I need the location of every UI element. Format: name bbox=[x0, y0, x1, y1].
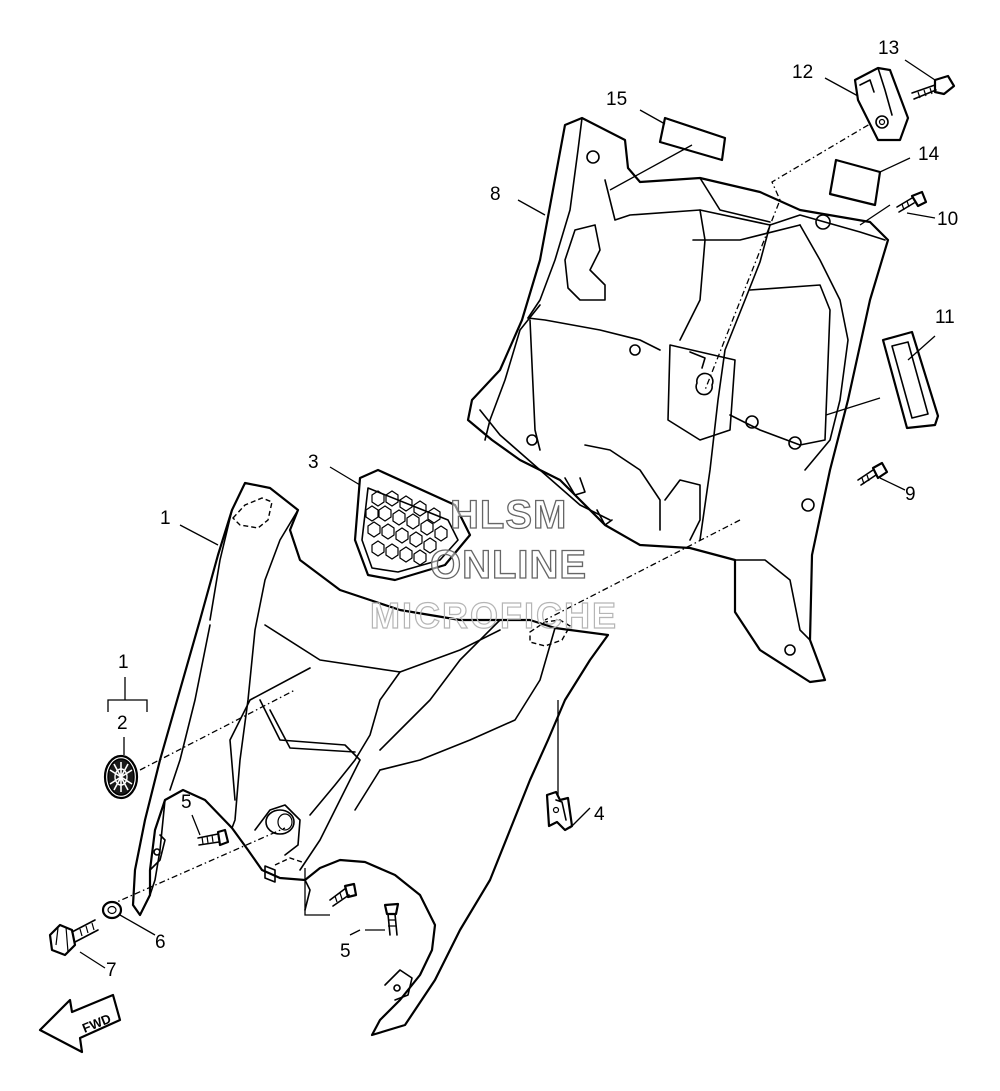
grille-part-3 bbox=[353, 468, 472, 582]
screw-part-9 bbox=[857, 461, 889, 486]
leader-lines bbox=[79, 59, 936, 969]
label-part-14 bbox=[828, 158, 882, 207]
watermark-line-3: MICROFICHE bbox=[370, 595, 618, 636]
screw-part-5-mid bbox=[329, 882, 358, 907]
callout-9: 9 bbox=[905, 484, 916, 505]
assembly-line-14 bbox=[704, 117, 881, 391]
watermark-line-1: HLSM bbox=[450, 493, 567, 537]
assembly-line-2 bbox=[139, 689, 296, 771]
callout-12: 12 bbox=[792, 62, 813, 83]
bolt-part-13 bbox=[911, 74, 956, 100]
callout-5-left: 5 bbox=[181, 792, 192, 813]
callout-4: 4 bbox=[594, 804, 605, 825]
inner-panel-part-8 bbox=[466, 116, 890, 684]
bracket-part-12 bbox=[853, 66, 910, 142]
washer-part-6 bbox=[101, 900, 123, 920]
label-part-15 bbox=[658, 116, 727, 162]
callout-5-bottom: 5 bbox=[340, 941, 351, 962]
callout-13: 13 bbox=[878, 38, 899, 59]
clip-part-4 bbox=[545, 790, 574, 832]
bolt-part-7 bbox=[48, 919, 99, 957]
screw-part-5-right bbox=[383, 902, 400, 936]
callout-1-group: 1 bbox=[118, 652, 129, 673]
assembly-line-8-1 bbox=[544, 519, 741, 621]
watermark: HLSM ONLINE MICROFICHE bbox=[369, 492, 618, 636]
assembly-line-7 bbox=[109, 827, 286, 906]
callout-labels: 1 1 2 3 4 5 5 6 7 8 9 10 11 12 13 14 15 bbox=[106, 38, 958, 981]
callout-14: 14 bbox=[918, 144, 940, 165]
callout-3: 3 bbox=[308, 452, 319, 473]
callout-2: 2 bbox=[117, 713, 128, 734]
callout-1-top: 1 bbox=[160, 508, 171, 529]
fwd-arrow-icon: FWD bbox=[38, 993, 122, 1054]
callout-11: 11 bbox=[935, 307, 955, 328]
watermark-line-2: ONLINE bbox=[430, 543, 587, 587]
screw-part-10 bbox=[896, 190, 928, 213]
callout-15: 15 bbox=[606, 89, 627, 110]
seal-part-11 bbox=[881, 330, 940, 430]
callout-7: 7 bbox=[106, 960, 117, 981]
callout-10: 10 bbox=[937, 209, 958, 230]
emblem-part-2 bbox=[103, 754, 139, 800]
callout-8: 8 bbox=[490, 184, 501, 205]
callout-6: 6 bbox=[155, 932, 166, 953]
screw-part-5-left bbox=[197, 828, 230, 847]
front-shield-part-1 bbox=[131, 481, 610, 1037]
